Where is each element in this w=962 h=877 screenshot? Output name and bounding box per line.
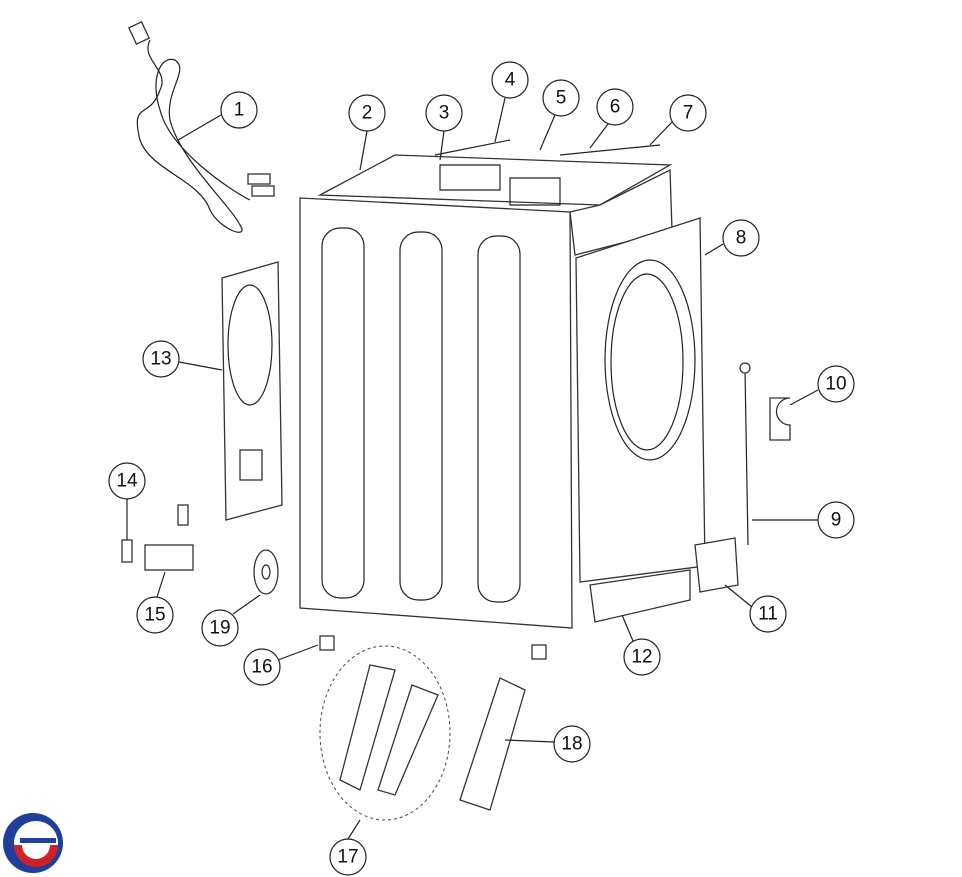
callout-17: 17	[329, 838, 367, 876]
callout-1: 1	[220, 91, 258, 129]
callout-14: 14	[108, 462, 146, 500]
svg-text:15: 15	[144, 605, 165, 626]
power-cord-part	[127, 21, 275, 233]
svg-text:10: 10	[825, 374, 846, 395]
svg-text:19: 19	[209, 618, 230, 639]
foot-part	[319, 635, 335, 651]
control-panel-part	[459, 677, 526, 811]
callout-8: 8	[722, 219, 760, 257]
svg-text:7: 7	[683, 103, 694, 124]
strap-end	[739, 362, 751, 374]
screw-part	[121, 539, 133, 563]
strap-part	[744, 369, 749, 546]
svg-text:14: 14	[116, 471, 138, 492]
svg-text:5: 5	[556, 88, 567, 109]
side-panel-part	[299, 197, 573, 629]
svg-text:11: 11	[758, 604, 778, 625]
callout-13: 13	[142, 340, 180, 378]
svg-text:9: 9	[831, 510, 842, 531]
callout-18: 18	[553, 725, 591, 763]
callout-12: 12	[623, 638, 661, 676]
leader-lines	[126, 97, 819, 840]
control-board-part-2	[377, 684, 439, 796]
svg-text:3: 3	[439, 103, 450, 124]
control-assembly-outline	[319, 645, 451, 821]
screw-part-2	[177, 504, 189, 526]
callout-11: 11	[749, 595, 787, 633]
callout-3: 3	[425, 94, 463, 132]
front-panel-part	[575, 217, 706, 583]
svg-text:2: 2	[362, 103, 373, 124]
foot-part-2	[531, 644, 547, 660]
svg-text:4: 4	[505, 70, 516, 91]
back-frame-part	[569, 168, 673, 256]
callout-4: 4	[491, 61, 529, 99]
svg-text:17: 17	[337, 847, 358, 868]
control-board-part	[339, 664, 396, 791]
svg-text:8: 8	[736, 228, 747, 249]
plinth-part	[589, 569, 691, 623]
callout-6: 6	[596, 88, 634, 126]
rear-panel-part	[221, 261, 283, 521]
callout-9: 9	[817, 501, 855, 539]
washer-part	[253, 549, 279, 595]
brand-logo	[3, 813, 63, 873]
svg-text:16: 16	[251, 657, 272, 678]
callout-16: 16	[243, 648, 281, 686]
bracket-part	[769, 397, 791, 441]
top-frame-part	[317, 139, 673, 206]
svg-text:13: 13	[150, 349, 171, 370]
callout-10: 10	[817, 365, 855, 403]
callout-2: 2	[348, 94, 386, 132]
filter-cover-part	[694, 537, 739, 593]
callout-15: 15	[136, 596, 174, 634]
svg-text:1: 1	[234, 100, 245, 121]
svg-text:18: 18	[561, 734, 582, 755]
callout-7: 7	[669, 94, 707, 132]
svg-text:6: 6	[610, 97, 621, 118]
callout-19: 19	[201, 609, 239, 647]
callout-5: 5	[542, 79, 580, 117]
svg-text:12: 12	[631, 647, 652, 668]
adapter-box-part	[144, 544, 194, 571]
